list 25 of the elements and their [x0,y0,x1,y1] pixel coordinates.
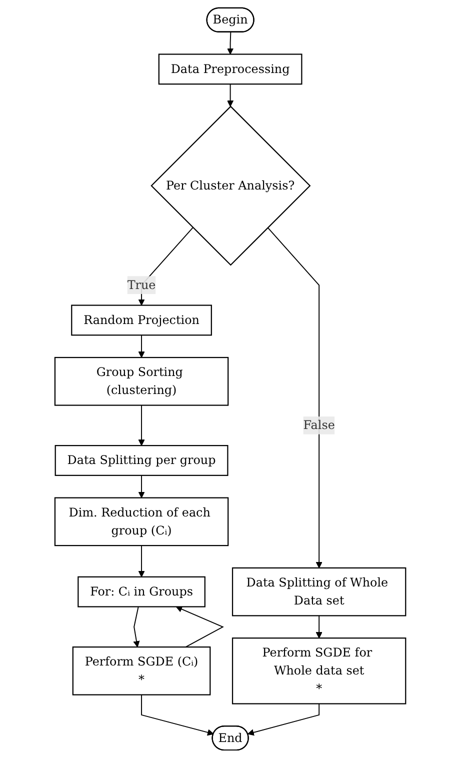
node-box [70,304,212,336]
arrow [226,84,234,107]
arrow [176,606,224,648]
arrow [266,227,322,568]
arrow [138,545,144,578]
flowchart: True False Begin Data Preprocessing Per Cluster Analysis? Random Projection Group Sorting (clustering) Data Splitting per group Dim. Reduction of each group (Cᵢ) For: Cᵢ in Groups Perform SGDE (Cᵢ) * Data Splitting of Whole Data set Perform SGDE for Whole data set * End [48,2,412,756]
node-box [72,646,210,696]
node-box [54,497,228,546]
arrow [138,334,144,358]
arrow [138,404,144,446]
edge-label: False [302,418,335,432]
node-box [232,567,406,616]
edge-label: True [127,278,156,292]
arrow [226,32,234,55]
arrow [140,694,214,736]
node-diamond [150,106,310,266]
node-box [232,638,406,704]
node-box [54,445,228,476]
node-box [77,576,206,608]
node-box [158,54,302,85]
arrow [315,615,322,638]
arrow [247,703,320,736]
node-box [54,356,228,406]
arrow [132,606,140,648]
arrow [138,474,144,498]
